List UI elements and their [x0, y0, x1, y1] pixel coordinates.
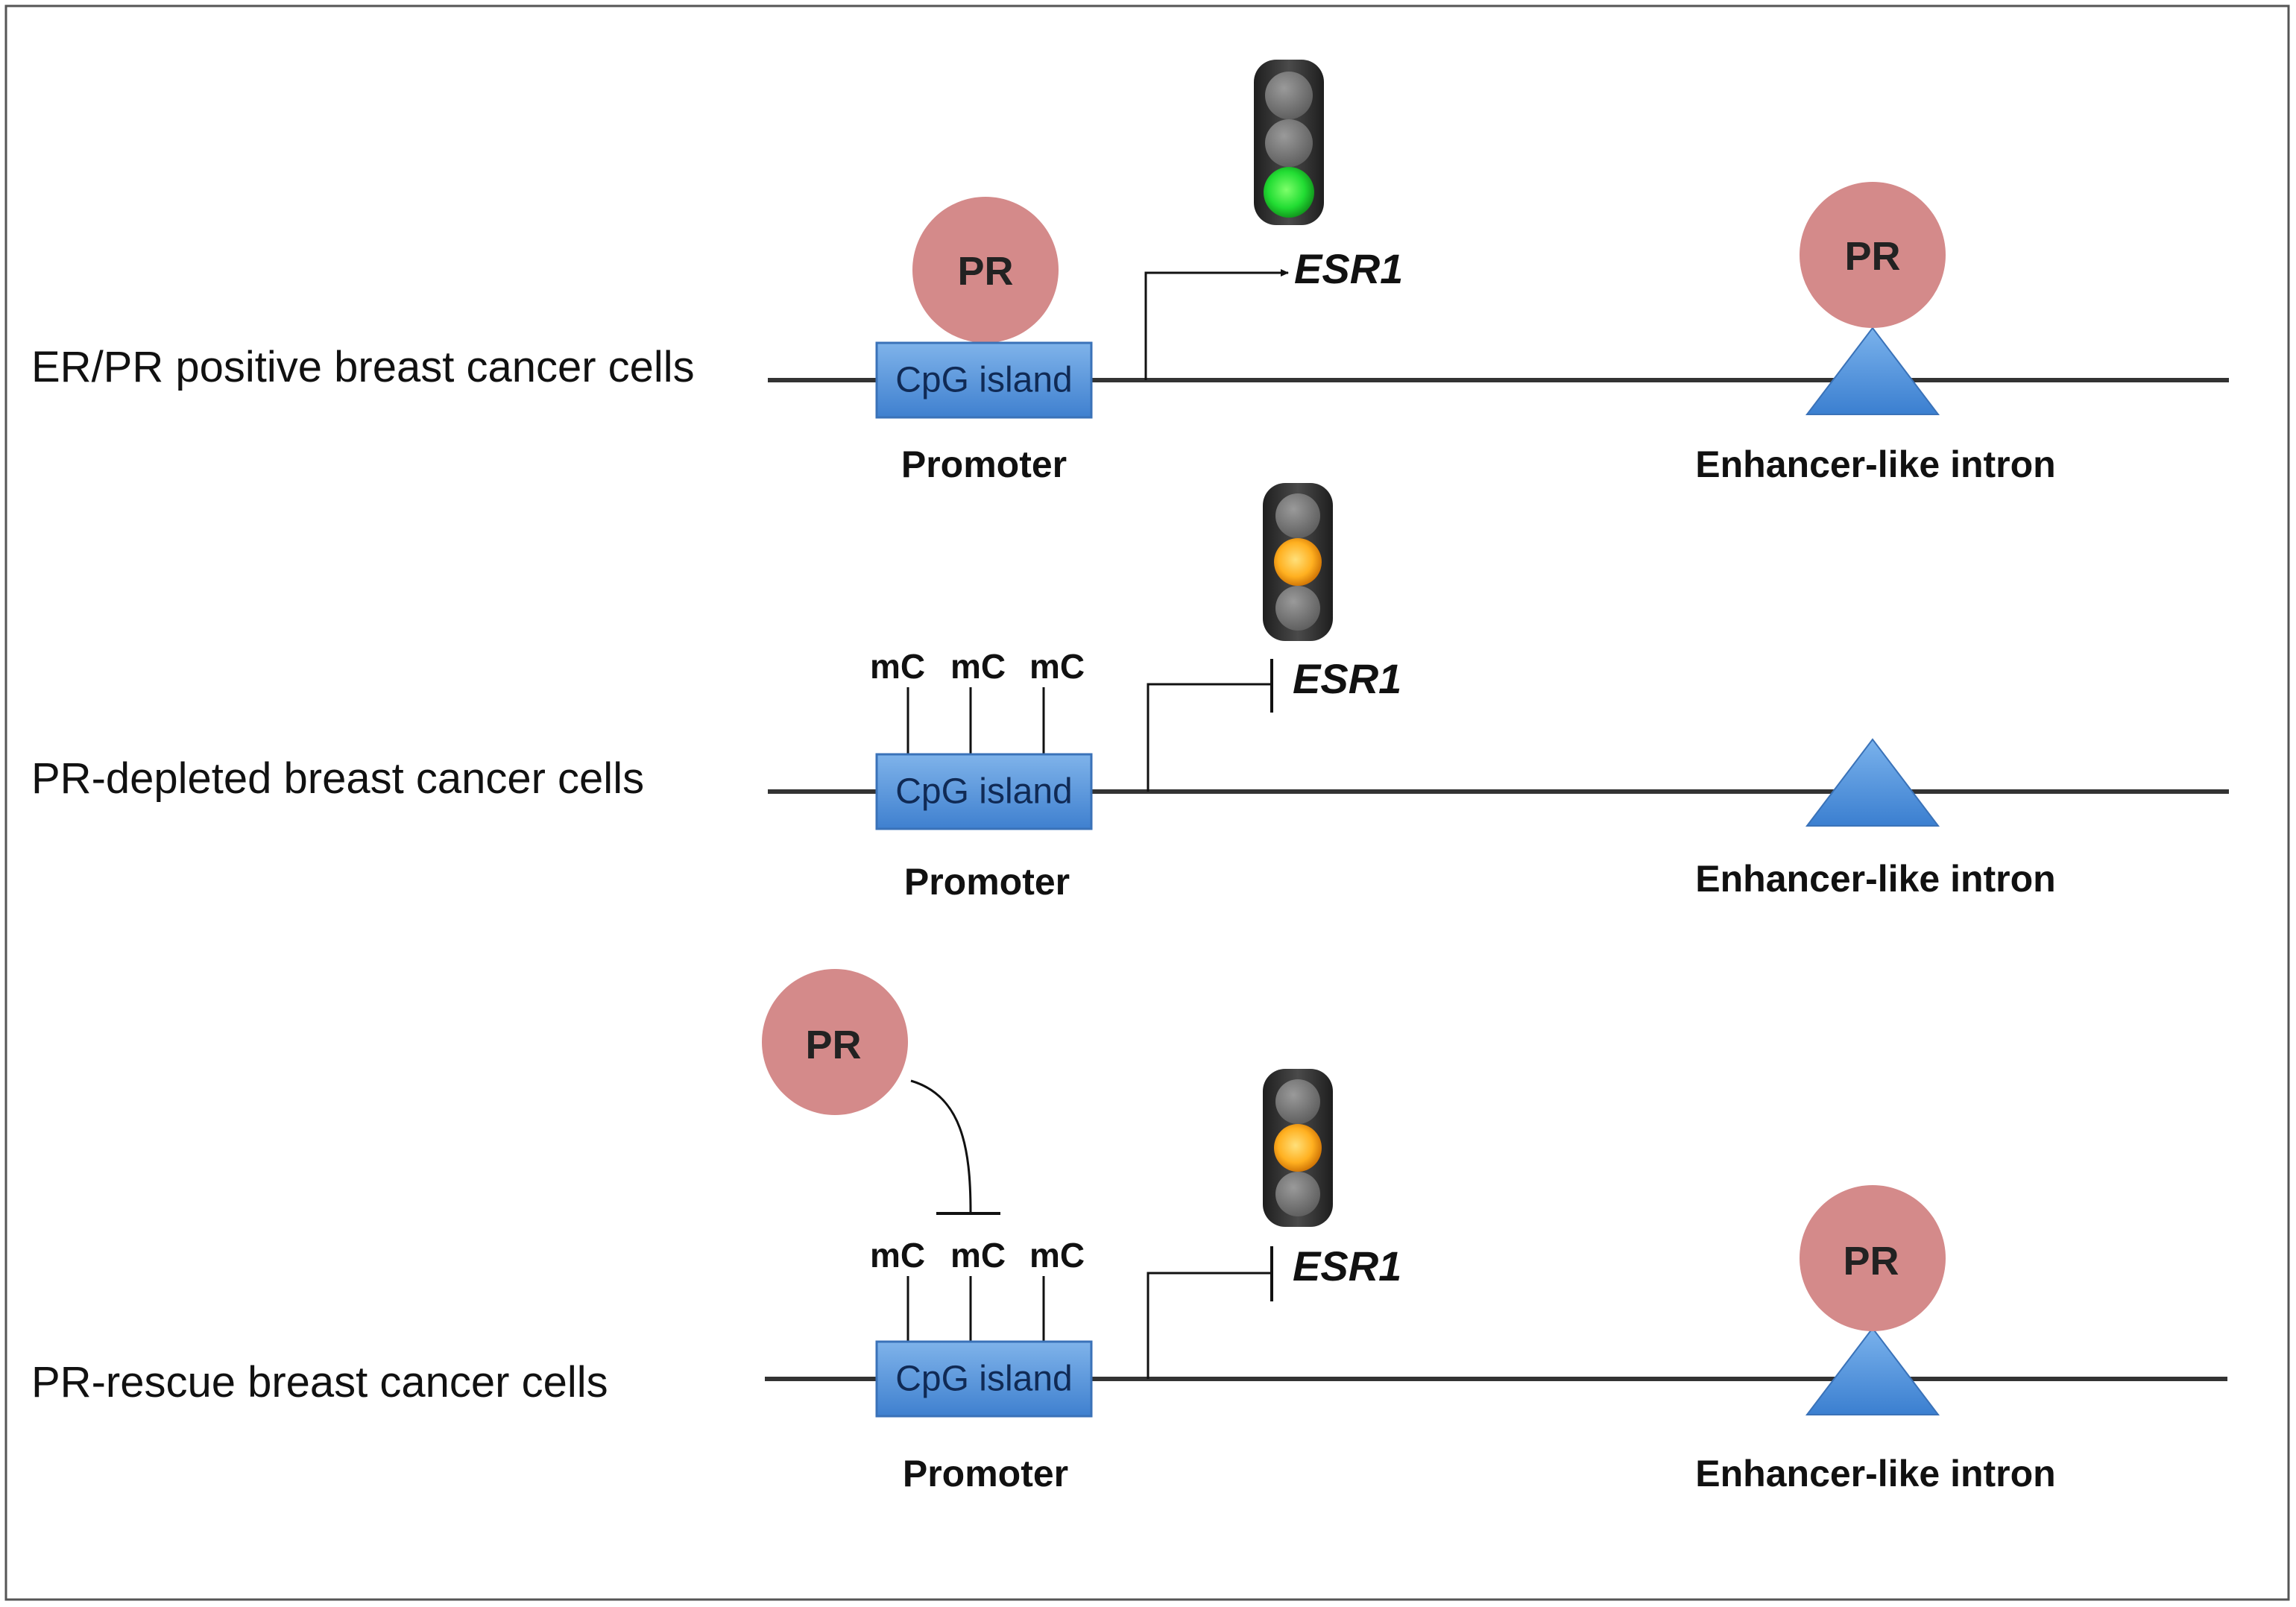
transcription-arrow	[1144, 269, 1289, 380]
transcription-block	[1147, 1272, 1272, 1379]
panel-er-pr-positive: ER/PR positive breast cancer cells PR Cp…	[31, 60, 2229, 485]
methyl-mark: mC	[1029, 1236, 1085, 1275]
enhancer-triangle	[1805, 738, 1940, 827]
gene-label-esr1: ESR1	[1293, 655, 1401, 702]
methyl-mark: mC	[950, 1236, 1006, 1275]
methyl-mark: mC	[870, 647, 925, 686]
row-label: PR-rescue breast cancer cells	[31, 1358, 608, 1406]
traffic-light-amber-icon	[1263, 483, 1333, 641]
gene-label-esr1: ESR1	[1293, 1243, 1401, 1289]
pr-circle-promoter	[912, 197, 1059, 343]
methyl-mark: mC	[1029, 647, 1085, 686]
promoter-label: Promoter	[901, 443, 1067, 485]
row-label: ER/PR positive breast cancer cells	[31, 343, 695, 391]
promoter-label: Promoter	[904, 861, 1070, 903]
promoter-label: Promoter	[903, 1453, 1068, 1494]
cpg-island-label: CpG island	[895, 1360, 1072, 1399]
enhancer-label: Enhancer-like intron	[1695, 858, 2055, 900]
methyl-mark: mC	[950, 647, 1006, 686]
pr-label: PR	[1843, 1239, 1899, 1284]
pr-circle-enhancer	[1800, 182, 1946, 328]
enhancer-label: Enhancer-like intron	[1695, 443, 2055, 485]
cpg-island-label: CpG island	[895, 772, 1072, 812]
gene-label-esr1: ESR1	[1294, 245, 1403, 292]
cpg-island-box	[875, 341, 1093, 419]
pr-label: PR	[957, 249, 1013, 294]
pr-label: PR	[1844, 234, 1900, 279]
enhancer-label: Enhancer-like intron	[1695, 1453, 2055, 1494]
pr-circle-free	[762, 969, 908, 1115]
traffic-light-amber-icon	[1263, 1069, 1333, 1227]
enhancer-triangle	[1805, 326, 1940, 415]
panel-pr-rescue: PR-rescue breast cancer cells PR mC mC m…	[31, 969, 2227, 1494]
pr-label: PR	[805, 1023, 861, 1067]
cpg-island-box	[875, 1340, 1093, 1418]
pr-inhibition-line	[910, 1079, 972, 1213]
pr-circle-enhancer	[1800, 1185, 1946, 1331]
cpg-island-label: CpG island	[895, 361, 1072, 400]
row-label: PR-depleted breast cancer cells	[31, 754, 644, 803]
traffic-light-green-icon	[1254, 60, 1324, 225]
cpg-island-box	[875, 753, 1093, 830]
panel-pr-depleted: PR-depleted breast cancer cells mC mC mC…	[31, 483, 2229, 903]
enhancer-triangle	[1805, 1327, 1940, 1415]
methyl-mark: mC	[870, 1236, 925, 1275]
transcription-block	[1147, 683, 1272, 792]
